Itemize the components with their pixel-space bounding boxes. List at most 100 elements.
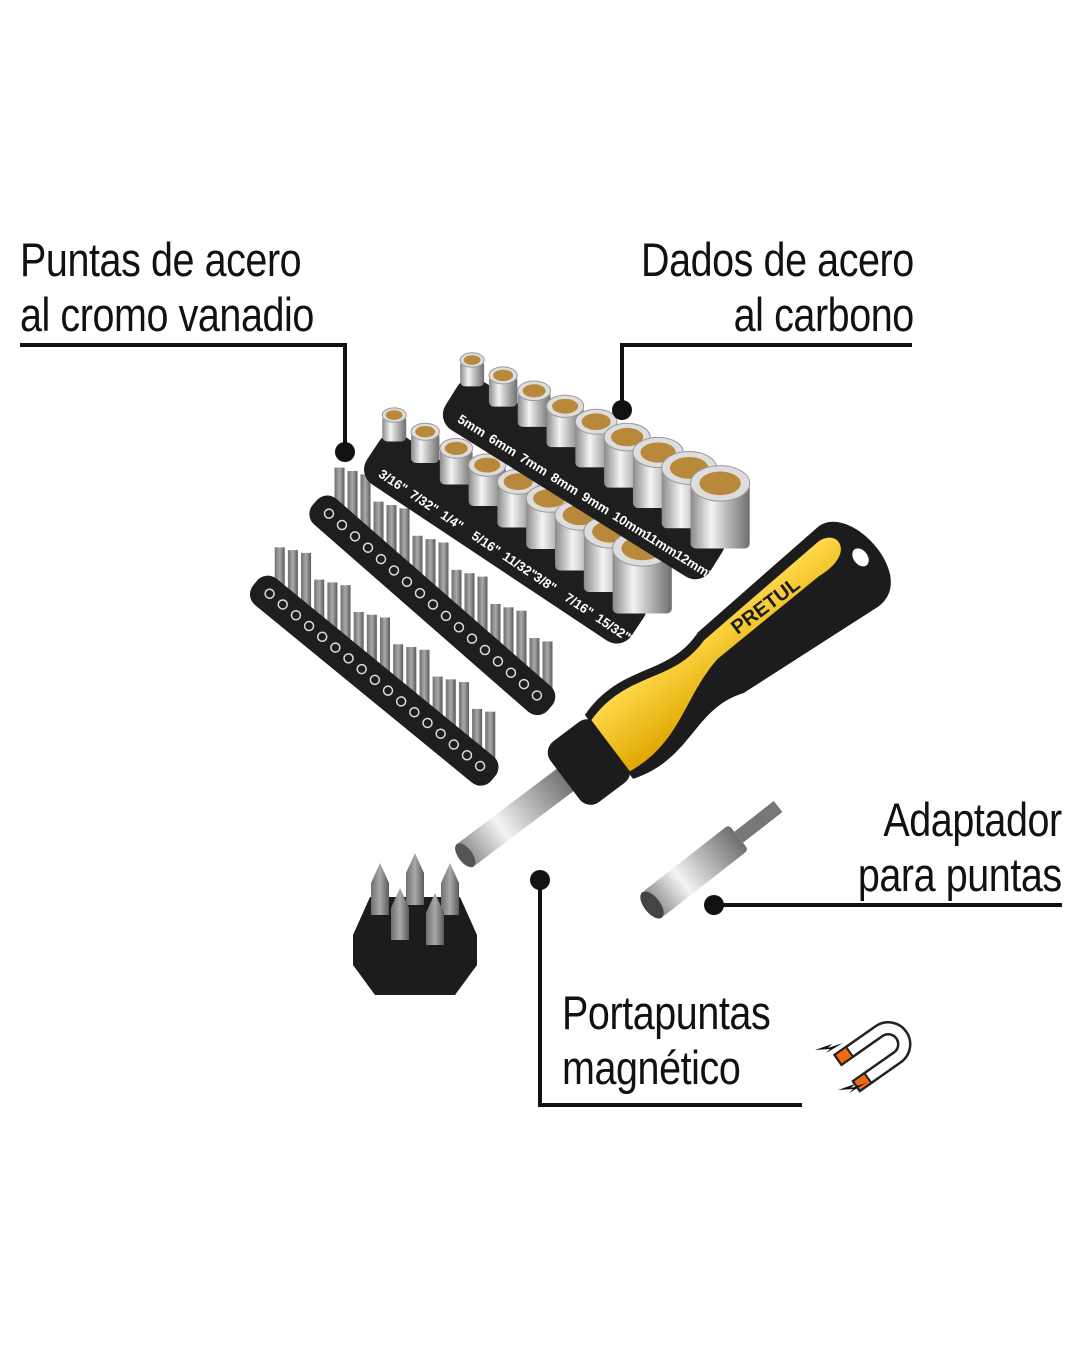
callout-dot-bits — [335, 442, 355, 462]
bit-size-marker — [343, 653, 354, 664]
bit — [334, 467, 345, 508]
bit-size-marker — [323, 508, 335, 519]
holder-base — [353, 897, 477, 995]
bit-size-marker — [401, 576, 413, 588]
bit-size-marker — [479, 644, 491, 656]
socket-hex-opening — [581, 413, 611, 430]
bit — [451, 569, 462, 610]
bit — [380, 617, 390, 674]
bit-size-marker — [290, 610, 302, 621]
bit — [419, 649, 430, 706]
socket-size-label: 13mm — [703, 566, 743, 599]
bit — [353, 611, 364, 652]
bit-holder — [353, 853, 477, 995]
bit-size-marker — [369, 674, 381, 686]
bit — [464, 573, 475, 622]
socket-hex-opening — [385, 410, 403, 420]
label-sockets-line2: al carbono — [733, 288, 915, 341]
socket-hex-opening — [474, 457, 501, 473]
bit — [472, 708, 483, 749]
callout-line-sockets — [620, 343, 912, 410]
shaft-tip — [455, 843, 476, 868]
callout-dot-holder — [530, 870, 550, 890]
phillips-bit — [426, 893, 444, 945]
bit — [373, 501, 384, 542]
socket-hex-opening — [552, 398, 579, 414]
socket-hex-opening — [640, 442, 676, 463]
bit — [477, 576, 488, 633]
bit-size-marker — [375, 553, 387, 565]
bit — [438, 542, 449, 599]
socket-hex-opening — [522, 384, 546, 398]
socket — [488, 366, 518, 407]
bit — [314, 579, 325, 620]
phillips-bit — [406, 853, 424, 905]
bit — [516, 610, 527, 667]
adapter-hex-shank — [734, 800, 783, 843]
bit-size-marker — [440, 610, 452, 622]
bit-size-marker — [422, 717, 433, 729]
socket-rail-base — [442, 378, 725, 580]
bit — [445, 679, 456, 728]
socket-hex-opening — [415, 426, 436, 438]
bit — [274, 547, 285, 588]
bit-size-marker — [409, 706, 420, 718]
bit — [425, 539, 436, 588]
socket — [546, 394, 585, 448]
callout-line-bits — [20, 343, 347, 452]
phillips-bit — [391, 888, 409, 940]
label-bits-line2: al cromo vanadio — [20, 288, 314, 341]
phillips-bit — [441, 863, 459, 915]
label-sockets-line1: Dados de acero — [641, 233, 914, 286]
bit — [393, 644, 404, 685]
bit — [406, 647, 417, 696]
bit — [503, 607, 514, 656]
bit — [458, 682, 469, 739]
bit-rail-back — [309, 467, 556, 716]
bit — [366, 614, 377, 663]
bit — [542, 641, 553, 690]
bit — [485, 711, 496, 760]
bit — [386, 505, 397, 554]
label-holder: Portapuntas magnético — [562, 985, 771, 1095]
socket-rail-inch: 3/16"7/32"1/4"5/16"11/32"3/8"7/16"15/32"… — [364, 407, 673, 657]
bit — [490, 603, 501, 644]
socket-hex-opening — [493, 369, 514, 382]
label-holder-line1: Portapuntas — [562, 986, 771, 1039]
socket-body — [546, 406, 584, 448]
socket — [468, 453, 507, 506]
adapter-body — [643, 826, 747, 916]
bit-size-marker — [474, 760, 486, 772]
ratchet-screwdriver: PRETUL — [455, 521, 891, 868]
label-adapter: Adaptador para puntas — [858, 792, 1062, 902]
bit-size-marker — [362, 542, 374, 553]
bit-size-marker — [435, 728, 446, 739]
label-adapter-line2: para puntas — [858, 848, 1062, 901]
callout-line-holder — [538, 880, 802, 1107]
screwdriver-shaft — [456, 765, 578, 867]
bit-size-marker — [303, 620, 315, 632]
bit — [399, 508, 410, 565]
bit-size-marker — [466, 633, 478, 644]
bit-size-marker — [395, 696, 407, 707]
socket-hex-opening — [611, 427, 644, 447]
socket — [410, 422, 440, 463]
bit-size-marker — [264, 588, 275, 599]
bit — [412, 535, 423, 576]
bit — [360, 474, 371, 531]
hanging-hole — [852, 548, 869, 567]
handle-yellow-insert — [591, 537, 841, 772]
bit-size-marker — [330, 642, 341, 653]
bit-size-marker — [316, 631, 328, 643]
socket-hex-opening — [463, 355, 481, 365]
socket-hex-opening — [699, 471, 741, 496]
bit-size-marker — [336, 519, 348, 531]
label-adapter-line1: Adaptador — [883, 793, 1063, 846]
magnet-icon — [832, 1021, 912, 1093]
bit-size-marker — [414, 587, 426, 599]
socket-body — [612, 548, 672, 614]
bit-size-marker — [356, 663, 367, 675]
bit-size-marker — [427, 599, 439, 610]
